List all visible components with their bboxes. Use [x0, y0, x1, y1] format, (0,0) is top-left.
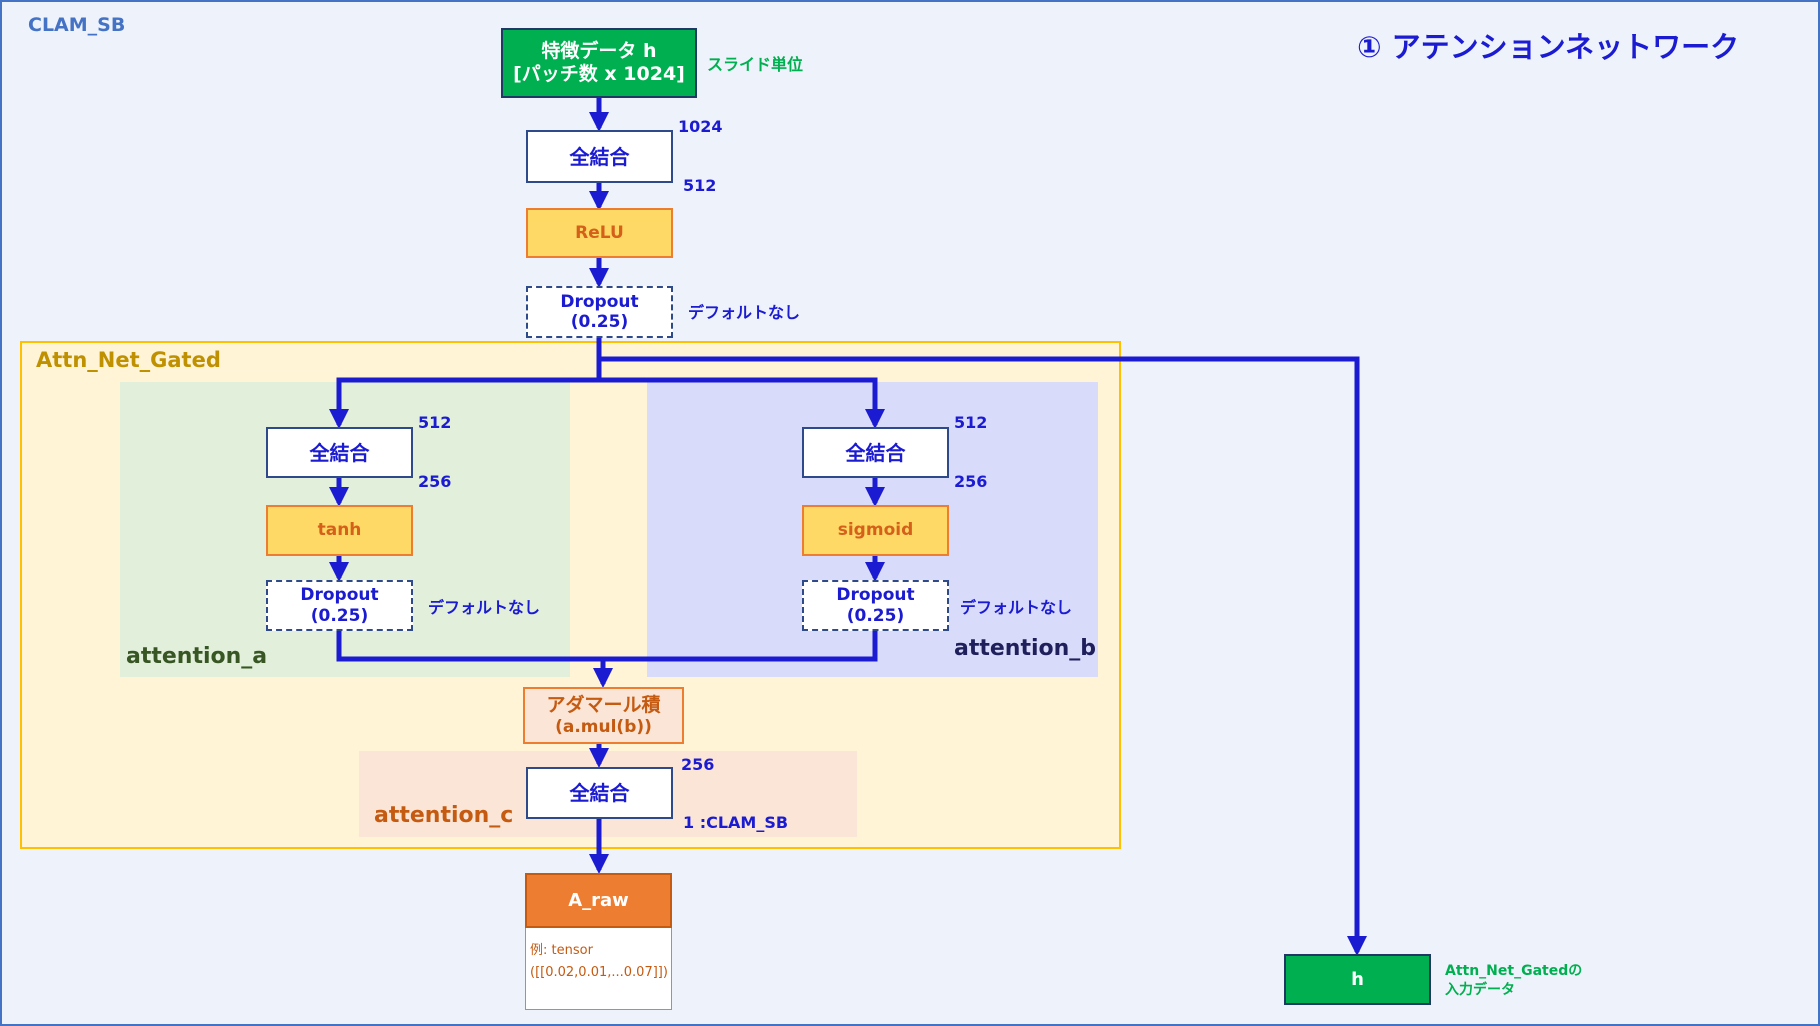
h-output-box: h: [1284, 954, 1431, 1005]
attention-b-fc-in-dim: 512: [954, 413, 988, 432]
attention-b-dropout-box: Dropout (0.25): [802, 580, 949, 631]
main-fc-box: 全結合: [526, 130, 673, 183]
attention-a-dropout-line2: (0.25): [310, 605, 369, 626]
feature-input-line2: [パッチ数 x 1024]: [513, 63, 685, 85]
main-fc-in-dim: 1024: [678, 117, 723, 136]
input-note: スライド単位: [707, 55, 804, 74]
attention-c-fc-box: 全結合: [526, 767, 673, 819]
attention-a-fc-out-dim: 256: [418, 472, 452, 491]
hadamard-line2: (a.mul(b)): [555, 716, 652, 737]
a-raw-output-example: 例: tensor ([[0.02,0.01,...0.07]]): [525, 928, 672, 1010]
feature-input-box: 特徴データ h [パッチ数 x 1024]: [501, 28, 697, 98]
attention-c-fc-out-dim: 1 :CLAM_SB: [683, 813, 789, 832]
main-dropout-line2: (0.25): [570, 312, 629, 332]
a-raw-output-header: A_raw: [525, 873, 672, 928]
attention-a-dropout-note: デフォルトなし: [428, 598, 541, 617]
hadamard-product-box: アダマール積 (a.mul(b)): [523, 687, 684, 744]
attention-c-label: attention_c: [374, 803, 514, 828]
h-output-note-line1: Attn_Net_Gatedの: [1445, 963, 1583, 979]
main-fc-out-dim: 512: [683, 176, 717, 195]
attention-c-fc-in-dim: 256: [681, 755, 715, 774]
attention-b-fc-out-dim: 256: [954, 472, 988, 491]
attention-a-label: attention_a: [126, 644, 268, 669]
h-output-note: Attn_Net_Gatedの 入力データ: [1445, 962, 1582, 1000]
sigmoid-box: sigmoid: [802, 505, 949, 556]
hadamard-line1: アダマール積: [546, 693, 661, 716]
attention-b-dropout-line1: Dropout: [836, 585, 915, 606]
attn-net-gated-label: Attn_Net_Gated: [36, 348, 221, 372]
attention-b-label: attention_b: [954, 636, 1097, 661]
attention-b-fc-box: 全結合: [802, 427, 949, 478]
attention-a-fc-box: 全結合: [266, 427, 413, 478]
attention-b-dropout-note: デフォルトなし: [960, 598, 1073, 617]
section-title: ① アテンションネットワーク: [1357, 30, 1740, 64]
main-dropout-line1: Dropout: [560, 291, 639, 312]
main-dropout-box: Dropout (0.25): [526, 286, 673, 338]
a-raw-example-line1: 例: tensor: [530, 943, 593, 958]
attention-b-dropout-line2: (0.25): [846, 605, 905, 626]
attention-a-fc-in-dim: 512: [418, 413, 452, 432]
corner-label: CLAM_SB: [28, 14, 126, 36]
a-raw-example-line2: ([[0.02,0.01,...0.07]]): [530, 965, 668, 980]
feature-input-line1: 特徴データ h: [541, 40, 657, 63]
tanh-box: tanh: [266, 505, 413, 556]
attention-a-dropout-box: Dropout (0.25): [266, 580, 413, 631]
main-dropout-note: デフォルトなし: [688, 303, 801, 322]
h-output-note-line2: 入力データ: [1445, 982, 1515, 998]
relu-box: ReLU: [526, 208, 673, 258]
attention-a-dropout-line1: Dropout: [300, 585, 379, 606]
